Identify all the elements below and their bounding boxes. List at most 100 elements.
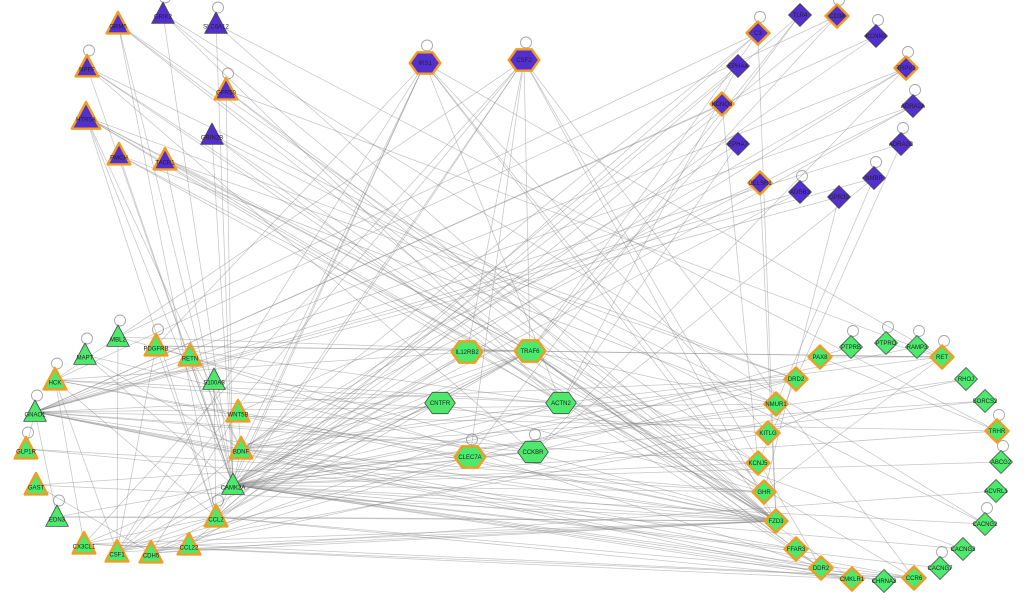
node-SORCS2[interactable]: SORCS2 [973,389,998,413]
node-TRHR[interactable]: TRHR [984,418,1010,444]
edge-PMCH-CAMK2A [118,154,234,486]
node-ADRA2A[interactable]: ADRA2A [901,94,925,118]
edge-CD38-TRAF6 [529,15,838,352]
edge-NMUR1-CAMK2A [232,403,777,486]
node-TRAF6[interactable]: TRAF6 [513,339,547,363]
node-GRIK2[interactable]: GRIK2 [151,1,175,24]
node-NPFF[interactable]: NPFF [74,53,100,78]
node-S100A8[interactable]: S100A8 [202,367,226,390]
node-CD38[interactable]: CD38 [824,3,850,29]
self-loop-RAMP3 [913,325,925,337]
node-DDR2[interactable]: DDR2 [808,555,834,581]
node-PMCH[interactable]: PMCH [106,141,132,166]
node-RHOJ[interactable]: RHOJ [954,367,978,391]
self-loop-MAPT [81,332,93,345]
node-PTPRB[interactable]: PTPRB [839,335,863,359]
node-SLC6A12[interactable]: SLC6A12 [203,11,230,34]
node-ABCG2[interactable]: ABCG2 [989,450,1013,474]
node-DRD2[interactable]: DRD2 [783,366,809,392]
node-MBL2[interactable]: MBL2 [106,324,130,347]
node-shape-diamond [745,20,771,46]
node-CCKBR[interactable]: CCKBR [517,440,549,464]
edge-C3-MBL2 [117,32,759,338]
edge-MAPT-BDNF [84,354,242,450]
node-IL12RB2[interactable]: IL12RB2 [450,340,484,364]
node-shape-diamond [973,389,997,413]
node-CACNG7[interactable]: CACNG7 [927,556,953,580]
edge-EPHA7-ACTN2 [560,143,739,404]
edge-PAX8-TRHR [819,356,998,432]
edge-NMBR-NMUR1 [775,177,875,405]
node-ACVRL1[interactable]: ACVRL1 [984,479,1008,503]
edge-IRS1-KITLG [424,62,769,434]
edge-ADRA2A-CAMK2A [232,105,914,486]
edge-CSF2-CCR6 [523,59,915,579]
node-shape-diamond [788,3,812,27]
node-GNAO1[interactable]: GNAO1 [23,399,47,422]
node-CCL2[interactable]: CCL2 [203,503,229,528]
node-GPR39[interactable]: GPR39 [827,185,851,209]
node-TLR4[interactable]: TLR4 [788,3,812,27]
node-KITLG[interactable]: KITLG [755,420,781,446]
edge-CACNG3-CAMK2A [232,484,964,550]
node-shape-diamond [984,479,1008,503]
edge-FZD3-BDNF [240,448,777,522]
node-CELSR1[interactable]: CELSR1 [747,170,773,196]
node-shape-triangle [13,435,39,460]
edge-KCNJ5-CAMK2A [232,462,759,486]
self-loop-KCNN3 [872,14,884,26]
node-shape-triangle [23,471,49,496]
self-loop-IRS1 [421,39,433,52]
node-CACNG2[interactable]: CACNG2 [972,512,998,536]
edge-TLR4-CCL2 [215,14,801,518]
self-loop-ADRA2A [909,84,921,96]
node-KCNN3[interactable]: KCNN3 [864,24,888,48]
edge-GRM5-FZD3 [117,23,777,522]
edge-ACTN2-CDH5 [150,402,562,554]
node-CSF2[interactable]: CSF2 [507,48,541,72]
node-PTPRO[interactable]: PTPRO [874,331,898,355]
node-GRM5[interactable]: GRM5 [105,10,131,35]
node-CCR6[interactable]: CCR6 [901,565,927,591]
node-shape-diamond [901,94,925,118]
edge-HTR5A-KCNJ5 [85,116,759,464]
edge-KCNN3-CAMK2A [232,35,877,486]
edge-HTR5A-FZD3 [85,116,777,522]
edge-TRPV1-CAMK2A [232,67,907,486]
node-KCNJ5[interactable]: KCNJ5 [745,450,771,476]
edge-NPFF-FZD3 [86,66,777,522]
self-loop-ABCG2 [997,440,1009,452]
node-GLP1R[interactable]: GLP1R [13,435,39,460]
edge-CSF2-CX3CL1 [83,59,525,545]
edge-EDN3-CAMK2A [56,484,234,518]
node-IRS1[interactable]: IRS1 [408,51,442,75]
edge-BDNF-GHR [240,448,765,493]
node-ADRB3[interactable]: ADRB3 [788,180,812,204]
edge-CCL2-PDGFRB [155,345,217,518]
node-CACNG3[interactable]: CACNG3 [950,537,976,561]
node-CLEC7A[interactable]: CLEC7A [453,445,487,469]
node-C3[interactable]: C3 [745,20,771,46]
node-shape-diamond [783,536,809,562]
edge-KCNQ3-KCNJ5 [721,103,759,464]
edge-IRS1-RET [424,62,943,358]
self-loop-NMBR [870,156,882,168]
edge-CCKBR-DRD2 [532,378,797,453]
edge-GPR50-RET [225,89,943,358]
edge-EDN3-FZD3 [56,516,777,522]
node-shape-triangle [23,399,47,422]
node-HTR5A[interactable]: HTR5A [70,100,102,130]
edge-GNAO1-KCNJ5 [34,411,759,464]
node-ADRA2C[interactable]: ADRA2C [889,132,914,156]
node-RAMP3[interactable]: RAMP3 [905,335,929,359]
node-HCK[interactable]: HCK [42,366,68,391]
self-loop-RET [938,335,950,347]
edge-CSF2-FZD3 [523,59,777,522]
node-GAST[interactable]: GAST [23,471,49,496]
edge-WNT5B-FZD3 [237,411,777,522]
edge-HTR5A-ACTN2 [85,116,562,404]
node-RET[interactable]: RET [929,344,955,370]
node-EPHA7[interactable]: EPHA7 [726,132,750,156]
